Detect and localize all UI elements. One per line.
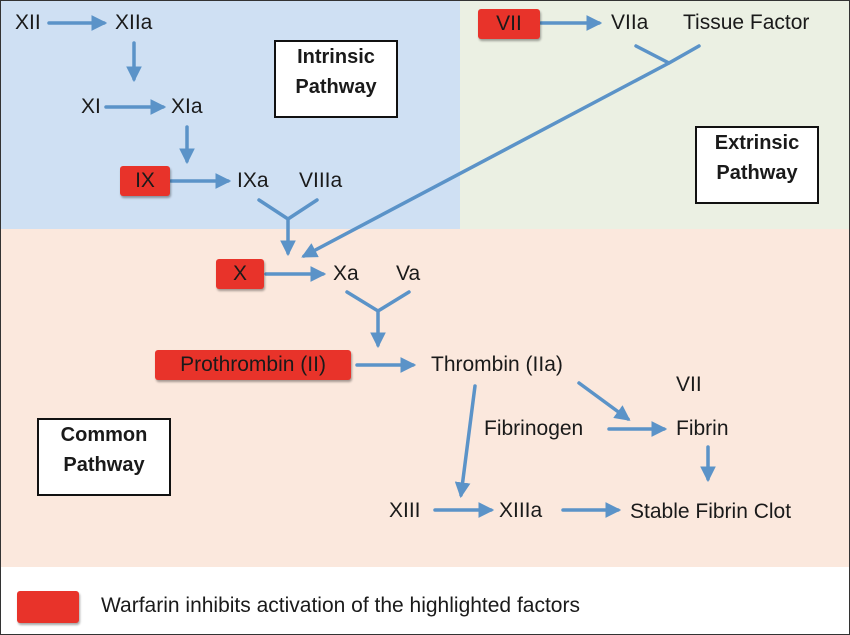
common-region (1, 229, 849, 567)
extrinsic-pathway-line2: Pathway (716, 162, 798, 184)
factor-ixa: IXa (237, 169, 269, 192)
intrinsic-pathway-box: Intrinsic Pathway (274, 40, 398, 118)
fibrinogen: Fibrinogen (484, 417, 584, 440)
arrow-xa-va-merge (345, 290, 411, 345)
common-pathway-line1: Common (60, 424, 148, 446)
factor-xiia: XIIa (115, 11, 153, 34)
prothrombin-highlighted: Prothrombin (II) (155, 350, 351, 380)
factor-viiia: VIIIa (299, 169, 343, 192)
factor-xiii: XIII (389, 499, 421, 522)
factor-viia: VIIa (611, 11, 649, 34)
factor-xia: XIa (171, 95, 203, 118)
fibrin: Fibrin (676, 417, 729, 440)
factor-vii-label: VII (676, 373, 702, 396)
common-pathway-box: Common Pathway (37, 418, 171, 496)
arrow-thrombin-fibrin (577, 381, 631, 421)
factor-ix-highlighted: IX (120, 166, 170, 196)
tissue-factor: Tissue Factor (683, 11, 810, 34)
factor-xii: XII (15, 11, 41, 34)
intrinsic-pathway-line2: Pathway (295, 76, 377, 98)
factor-xiiia: XIIIa (499, 499, 543, 522)
arrows-layer (47, 15, 716, 518)
intrinsic-pathway-line1: Intrinsic (297, 46, 375, 68)
extrinsic-pathway-line1: Extrinsic (714, 132, 800, 154)
arrow-tissuefactor-x (304, 44, 701, 256)
arrow-thrombin-xiii (454, 384, 477, 499)
factor-x-highlighted: X (216, 259, 264, 289)
factor-xa: Xa (333, 262, 359, 285)
factor-xi: XI (81, 95, 101, 118)
legend-text: Warfarin inhibits activation of the high… (101, 594, 580, 617)
legend-swatch (17, 591, 79, 623)
common-pathway-line2: Pathway (63, 454, 145, 476)
arrow-ixa-viiia-merge (257, 198, 319, 253)
factor-vii-highlighted: VII (478, 9, 540, 39)
extrinsic-pathway-box: Extrinsic Pathway (695, 126, 819, 204)
factor-va: Va (396, 262, 421, 285)
thrombin: Thrombin (IIa) (431, 353, 563, 376)
stable-fibrin-clot: Stable Fibrin Clot (630, 500, 792, 523)
